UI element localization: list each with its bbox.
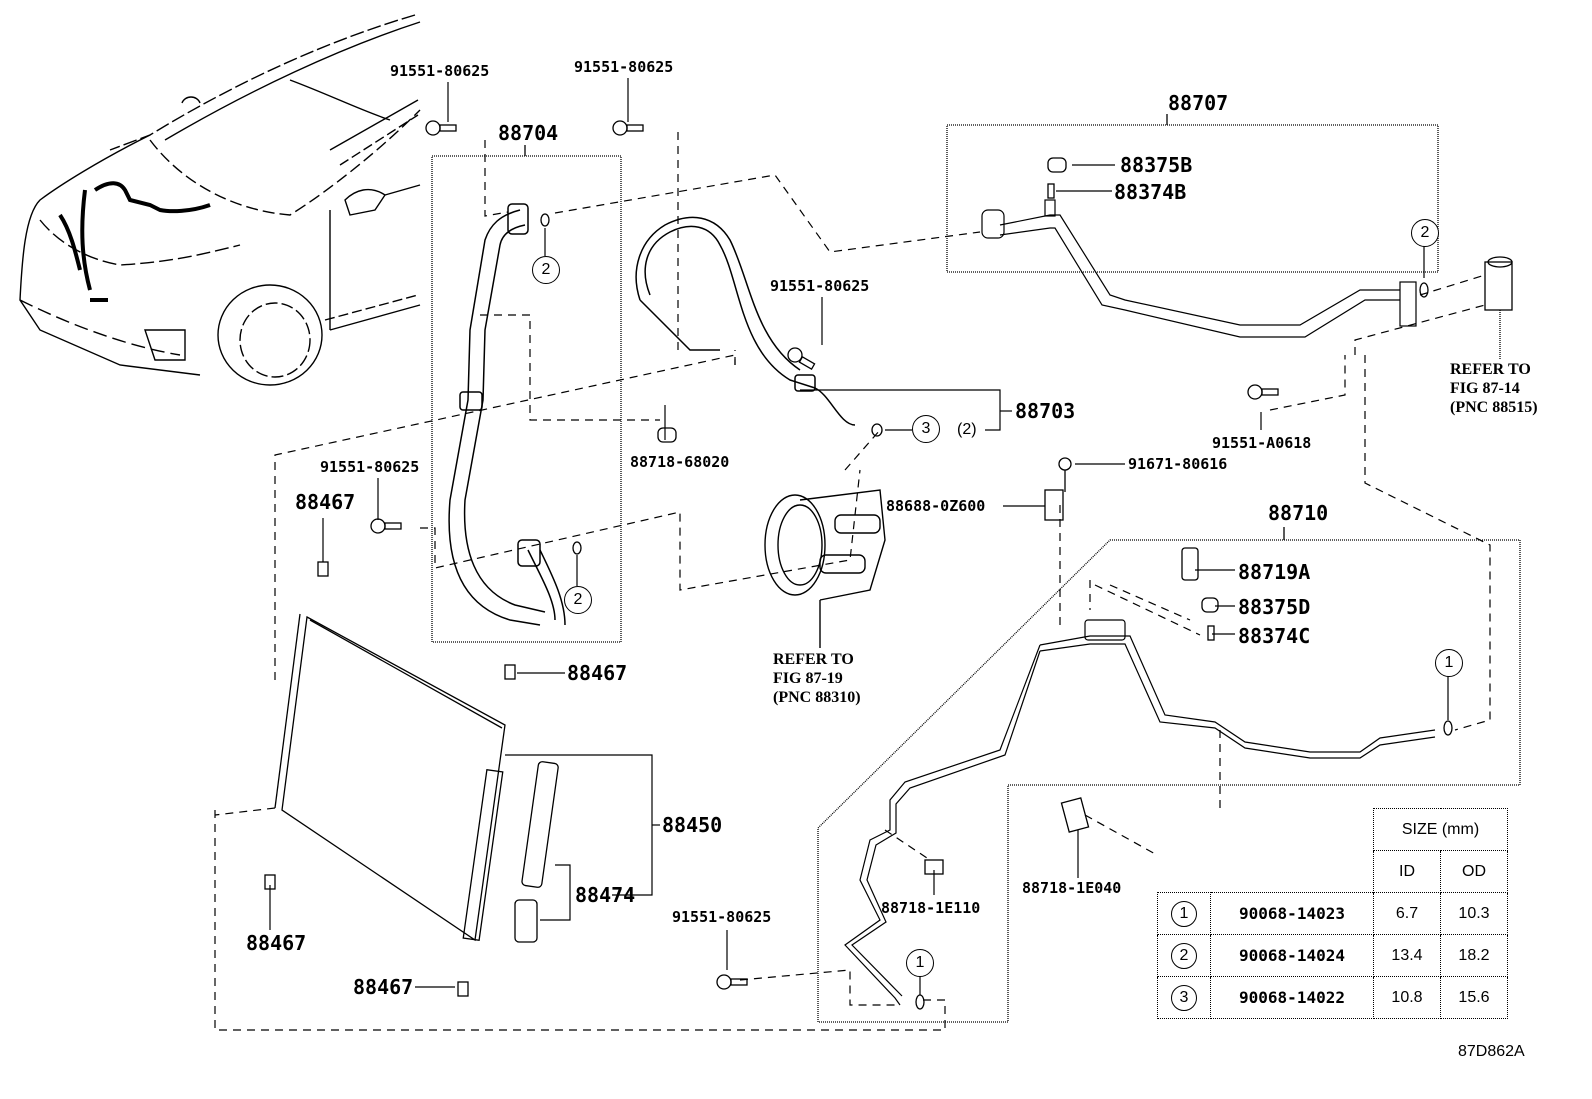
tube-88707-box (946, 124, 1439, 273)
vehicle-illustration (19, 14, 421, 386)
table-row: 2 90068-14024 13.4 18.2 (1157, 934, 1508, 977)
part-label-88718-1e110[interactable]: 88718-1E110 (881, 899, 981, 917)
oring-size-table: SIZE (mm) ID OD 1 90068-14023 6.7 10.3 2… (1157, 808, 1508, 1019)
hose-88704-box (431, 155, 622, 643)
compressor (764, 489, 886, 648)
bolt-label-top-mid[interactable]: 91551-80625 (574, 58, 674, 76)
part-label-88474[interactable]: 88474 (575, 883, 636, 907)
part-label-88450[interactable]: 88450 (662, 813, 723, 837)
part-label-88707[interactable]: 88707 (1168, 91, 1229, 115)
liquid-tube-88710 (844, 619, 1436, 1006)
part-label-88719a[interactable]: 88719A (1238, 560, 1311, 584)
leader-lines (269, 78, 1449, 995)
part-label-88703[interactable]: 88703 (1015, 399, 1076, 423)
oring-callout-2[interactable]: 2 (532, 256, 560, 284)
bolt-label-left[interactable]: 91551-80625 (320, 458, 420, 476)
oring-symbol: 2 (1171, 942, 1197, 969)
part-label-88467-bottom[interactable]: 88467 (353, 975, 414, 999)
illustration-code: 87D862A (1458, 1043, 1525, 1060)
table-row: 1 90068-14023 6.7 10.3 (1157, 892, 1508, 935)
oring-callout-2[interactable]: 2 (1411, 219, 1439, 247)
part-label-88710[interactable]: 88710 (1268, 501, 1329, 525)
small-parts (264, 120, 1453, 1010)
condenser-88450 (274, 613, 559, 943)
part-label-88718-68020[interactable]: 88718-68020 (630, 453, 730, 471)
suction-hose-88703 (635, 216, 856, 426)
screw-label-80616[interactable]: 91671-80616 (1128, 455, 1228, 473)
liquid-tube-88707 (981, 199, 1417, 338)
bolt-label-top-left[interactable]: 91551-80625 (390, 62, 490, 80)
table-row: 3 90068-14022 10.8 15.6 (1157, 976, 1508, 1019)
oring-part-number[interactable]: 90068-14022 (1210, 976, 1374, 1019)
oring-callout-1[interactable]: 1 (906, 949, 934, 977)
reference-compressor[interactable]: REFER TO FIG 87-19 (PNC 88310) (773, 651, 861, 706)
oring-quantity: (2) (957, 421, 977, 438)
tube-88710-box (817, 539, 1521, 1023)
od-column-header: OD (1440, 850, 1508, 893)
part-label-88375b[interactable]: 88375B (1120, 153, 1193, 177)
part-label-88374c[interactable]: 88374C (1238, 624, 1311, 648)
bolt-label-bottom[interactable]: 91551-80625 (672, 908, 772, 926)
part-label-88374b[interactable]: 88374B (1114, 180, 1187, 204)
part-label-88718-1e040[interactable]: 88718-1E040 (1022, 879, 1122, 897)
oring-outer-diameter: 15.6 (1440, 976, 1508, 1019)
oring-symbol: 1 (1171, 900, 1197, 927)
part-label-88467-bottom-left[interactable]: 88467 (246, 931, 307, 955)
bolt-label-mid[interactable]: 91551-80625 (770, 277, 870, 295)
oring-inner-diameter: 10.8 (1373, 976, 1441, 1019)
part-label-88467-right[interactable]: 88467 (567, 661, 628, 685)
oring-callout-3[interactable]: 3 (912, 415, 940, 443)
oring-part-number[interactable]: 90068-14023 (1210, 892, 1374, 935)
oring-callout-2[interactable]: 2 (564, 586, 592, 614)
part-label-88467-top[interactable]: 88467 (295, 490, 356, 514)
size-header: SIZE (mm) (1373, 808, 1508, 851)
table-subheader-row: ID OD (1158, 850, 1508, 893)
id-column-header: ID (1373, 850, 1441, 893)
oring-inner-diameter: 13.4 (1373, 934, 1441, 977)
expansion-valve (1484, 256, 1513, 360)
oring-callout-1[interactable]: 1 (1435, 649, 1463, 677)
oring-part-number[interactable]: 90068-14024 (1210, 934, 1374, 977)
oring-outer-diameter: 10.3 (1440, 892, 1508, 935)
bolt-label-a0618[interactable]: 91551-A0618 (1212, 434, 1312, 452)
table-header-row: SIZE (mm) (1158, 808, 1508, 851)
oring-outer-diameter: 18.2 (1440, 934, 1508, 977)
part-label-88375d[interactable]: 88375D (1238, 595, 1311, 619)
part-label-88688-0z600[interactable]: 88688-0Z600 (886, 497, 986, 515)
oring-symbol: 3 (1171, 984, 1197, 1011)
part-label-88704[interactable]: 88704 (498, 121, 559, 145)
discharge-hose-88704 (448, 203, 566, 626)
reference-expansion-valve[interactable]: REFER TO FIG 87-14 (PNC 88515) (1450, 361, 1538, 416)
oring-inner-diameter: 6.7 (1373, 892, 1441, 935)
